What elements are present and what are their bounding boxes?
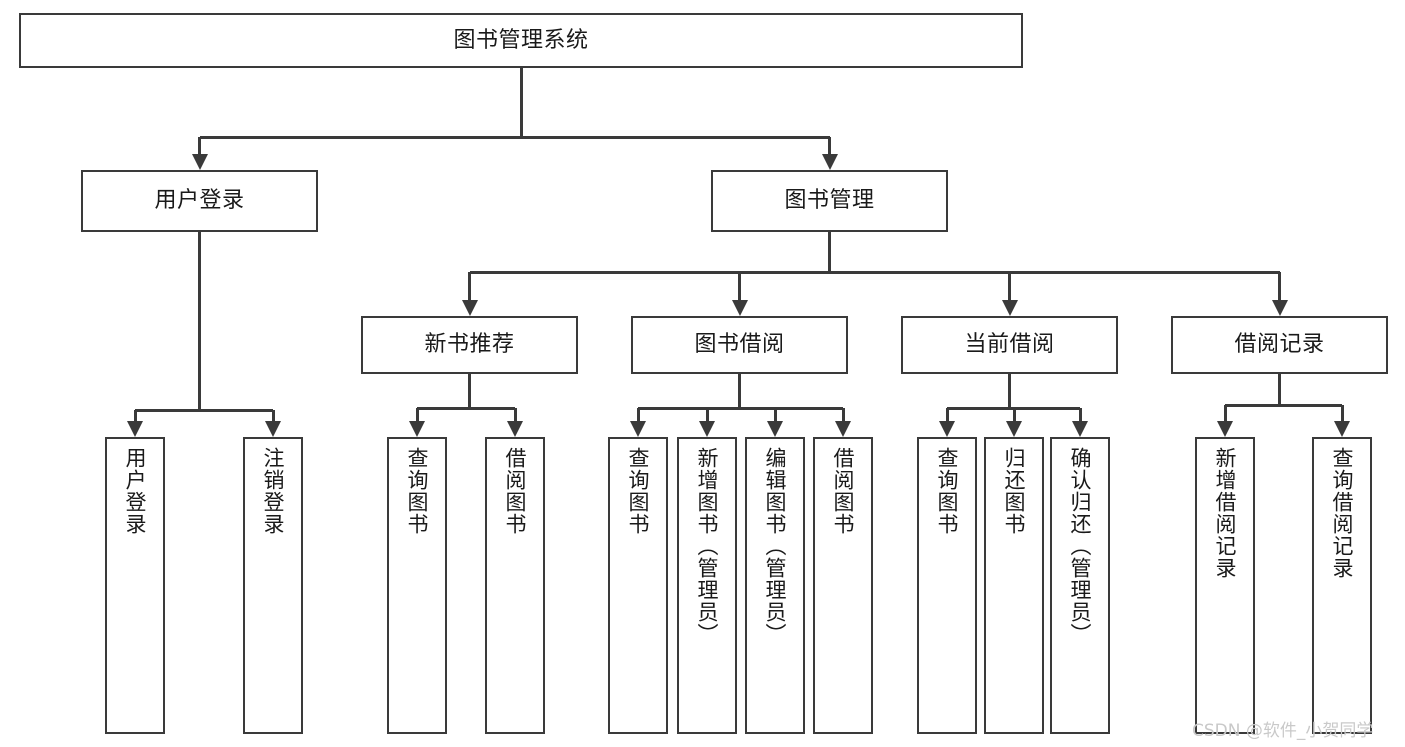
connector-line	[468, 374, 471, 408]
connector-line	[1008, 374, 1011, 408]
node-root-label: 图书管理系统	[453, 27, 589, 53]
connector-line	[417, 406, 515, 410]
node-new-book-recommend[interactable]: 新书推荐	[361, 316, 578, 374]
node-leaf-query-book-3-label: 查询图书	[935, 447, 960, 535]
node-leaf-user-login[interactable]: 用户登录	[105, 437, 165, 734]
node-borrow-record-label: 借阅记录	[1234, 332, 1325, 358]
connector-line	[1225, 403, 1342, 407]
connector-line	[513, 408, 517, 421]
node-leaf-add-record-label: 新增借阅记录	[1213, 447, 1238, 579]
connector-line	[469, 270, 1280, 274]
connector-line	[828, 232, 831, 272]
arrow-head-icon	[699, 421, 715, 437]
node-leaf-confirm-return[interactable]: 确认归还（管理员）	[1050, 437, 1110, 734]
arrow-head-icon	[630, 421, 646, 437]
arrow-head-icon	[1006, 421, 1022, 437]
connector-line	[135, 408, 273, 412]
arrow-head-icon	[939, 421, 955, 437]
node-book-borrow[interactable]: 图书借阅	[631, 316, 848, 374]
arrow-head-icon	[1334, 421, 1350, 437]
node-leaf-logout[interactable]: 注销登录	[243, 437, 303, 734]
arrow-head-icon	[409, 421, 425, 437]
node-leaf-query-book-2[interactable]: 查询图书	[608, 437, 668, 734]
connector-line	[738, 374, 741, 408]
node-current-borrow-label: 当前借阅	[964, 332, 1055, 358]
arrow-head-icon	[1271, 300, 1288, 316]
node-leaf-borrow-book-2[interactable]: 借阅图书	[813, 437, 873, 734]
node-book-manage[interactable]: 图书管理	[711, 170, 948, 232]
connector-line	[828, 137, 831, 154]
connector-line	[271, 410, 275, 421]
node-book-manage-label: 图书管理	[784, 188, 875, 214]
connector-line	[519, 68, 523, 137]
connector-line	[1223, 405, 1227, 421]
node-leaf-query-record-label: 查询借阅记录	[1330, 447, 1355, 579]
connector-line	[1340, 405, 1344, 421]
connector-line	[199, 135, 830, 139]
node-borrow-record[interactable]: 借阅记录	[1171, 316, 1388, 374]
node-leaf-confirm-return-label: 确认归还（管理员）	[1068, 447, 1093, 645]
connector-line	[773, 408, 777, 421]
connector-line	[841, 408, 845, 421]
arrow-head-icon	[731, 300, 748, 316]
node-leaf-borrow-book-2-label: 借阅图书	[831, 447, 856, 535]
connector-line	[945, 408, 949, 421]
node-leaf-query-book-3[interactable]: 查询图书	[917, 437, 977, 734]
connector-line	[1078, 408, 1082, 421]
connector-line	[198, 232, 201, 410]
node-leaf-user-login-label: 用户登录	[123, 447, 148, 535]
node-new-book-recommend-label: 新书推荐	[424, 332, 515, 358]
arrow-head-icon	[1001, 300, 1018, 316]
node-leaf-query-book-1-label: 查询图书	[405, 447, 430, 535]
node-leaf-logout-label: 注销登录	[261, 447, 286, 535]
node-leaf-query-book-2-label: 查询图书	[626, 447, 651, 535]
arrow-head-icon	[127, 421, 143, 437]
node-leaf-edit-book[interactable]: 编辑图书（管理员）	[745, 437, 805, 734]
node-leaf-return-book-label: 归还图书	[1002, 447, 1027, 535]
node-leaf-query-record[interactable]: 查询借阅记录	[1312, 437, 1372, 734]
node-leaf-add-book[interactable]: 新增图书（管理员）	[677, 437, 737, 734]
connector-line	[638, 406, 843, 410]
arrow-head-icon	[835, 421, 851, 437]
connector-line	[1008, 272, 1011, 300]
node-leaf-return-book[interactable]: 归还图书	[984, 437, 1044, 734]
node-leaf-query-book-1[interactable]: 查询图书	[387, 437, 447, 734]
node-leaf-add-record[interactable]: 新增借阅记录	[1195, 437, 1255, 734]
connector-line	[1278, 374, 1281, 405]
arrow-head-icon	[821, 154, 838, 170]
node-book-borrow-label: 图书借阅	[694, 332, 785, 358]
arrow-head-icon	[461, 300, 478, 316]
node-leaf-borrow-book-1[interactable]: 借阅图书	[485, 437, 545, 734]
node-user-login-label: 用户登录	[154, 188, 245, 214]
connector-line	[415, 408, 419, 421]
connector-line	[198, 137, 201, 154]
node-root[interactable]: 图书管理系统	[19, 13, 1023, 68]
node-user-login[interactable]: 用户登录	[81, 170, 318, 232]
connector-line	[133, 410, 137, 421]
connector-line	[705, 408, 709, 421]
watermark: CSDN @软件_小贺同学	[1192, 721, 1374, 741]
node-current-borrow[interactable]: 当前借阅	[901, 316, 1118, 374]
node-leaf-borrow-book-1-label: 借阅图书	[503, 447, 528, 535]
arrow-head-icon	[191, 154, 208, 170]
arrow-head-icon	[767, 421, 783, 437]
connector-line	[1012, 408, 1016, 421]
node-leaf-edit-book-label: 编辑图书（管理员）	[763, 447, 788, 645]
node-leaf-add-book-label: 新增图书（管理员）	[695, 447, 720, 645]
connector-line	[738, 272, 741, 300]
connector-line	[636, 408, 640, 421]
connector-line	[468, 272, 471, 300]
arrow-head-icon	[265, 421, 281, 437]
arrow-head-icon	[507, 421, 523, 437]
connector-line	[1278, 272, 1281, 300]
arrow-head-icon	[1072, 421, 1088, 437]
arrow-head-icon	[1217, 421, 1233, 437]
